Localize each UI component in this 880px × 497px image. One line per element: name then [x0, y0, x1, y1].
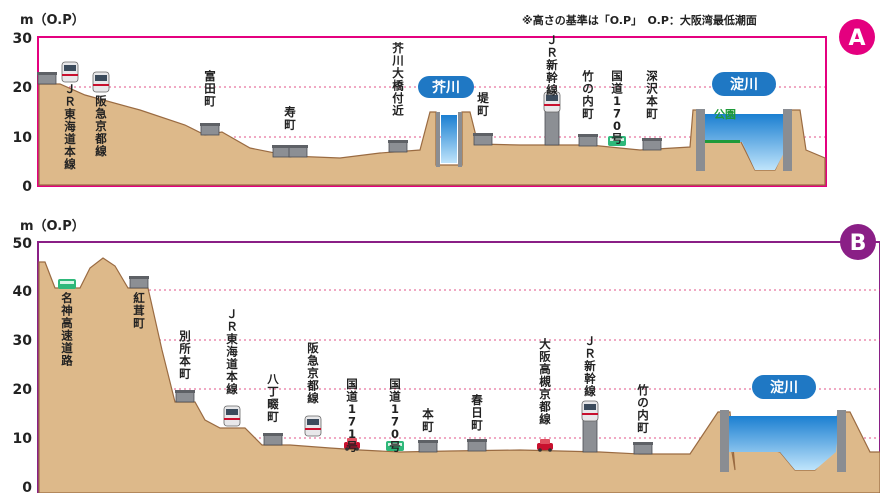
station-icon [262, 432, 284, 446]
park-strip [705, 140, 740, 143]
yodogawa-b-label-pill [752, 375, 816, 399]
panel-b-tick-10: 10 [13, 431, 33, 447]
station-icon [287, 144, 309, 158]
shinkansen-pillar [582, 417, 598, 453]
shinkansen-train-icon [581, 400, 599, 422]
label-hacchonawate: 八丁畷町 [266, 372, 279, 424]
panel-a-y-unit: m（O.P） [20, 12, 85, 28]
label-shinkansen-b: ＪＲ新幹線 [584, 334, 596, 398]
label-takenouchi-b: 竹の内町 [636, 383, 649, 435]
yodogawa-b-levee-right [837, 410, 846, 472]
akutagawa-water [441, 115, 457, 163]
badge-a [839, 19, 875, 55]
hankyu-train-icon [92, 71, 110, 93]
panel-b-tick-50: 50 [13, 236, 33, 252]
hankyu-train-icon [304, 415, 322, 437]
yodogawa-a-label: 淀川 [730, 76, 758, 93]
label-honmachi: 本町 [422, 407, 434, 434]
station-icon [174, 389, 196, 403]
label-shinkansen-a: ＪＲ新幹線 [546, 33, 558, 97]
panel-a-tick-0: 0 [22, 179, 32, 195]
station-icon [466, 438, 488, 452]
panel-b: m（O.P） 50 40 30 20 10 [13, 218, 880, 496]
badge-b-letter: B [850, 231, 867, 256]
akutagawa-levee-left [436, 112, 440, 167]
yodogawa-b-water [728, 416, 840, 470]
yodogawa-a-levee-right [783, 109, 792, 171]
label-jr-tokaido: ＪＲ東海道本線 [64, 82, 76, 171]
op-note: ※高さの基準は「O.P」 O.P：大阪湾最低潮面 [522, 13, 757, 27]
label-meishin: 名神高速道路 [61, 291, 73, 368]
label-koyoshi: 紅茸町 [133, 291, 145, 330]
station-icon [36, 71, 58, 85]
panel-b-tick-20: 20 [13, 382, 33, 398]
yodogawa-a-levee-left [696, 109, 705, 171]
panel-a-tick-30: 30 [13, 31, 33, 47]
label-fukasawa: 深沢本町 [646, 69, 658, 121]
label-tsutsumi: 堤町 [477, 91, 489, 118]
panel-b-tick-40: 40 [13, 284, 33, 300]
label-takenouchi-a: 竹の内町 [581, 69, 594, 121]
panel-b-tick-0: 0 [22, 480, 32, 493]
shinkansen-pillar [544, 109, 560, 146]
badge-b [840, 224, 876, 260]
station-icon [387, 139, 409, 153]
label-akutagawa-ohashi: 芥川大橋付近 [391, 41, 404, 118]
label-jr-tokaido-b: ＪＲ東海道本線 [226, 307, 238, 396]
station-icon [417, 439, 439, 453]
badge-a-letter: A [848, 26, 865, 51]
label-tomita: 富田町 [204, 69, 216, 108]
panel-b-tick-30: 30 [13, 333, 33, 349]
label-bessho: 別所本町 [178, 329, 191, 381]
park-label: 公園 [714, 108, 736, 121]
station-icon [472, 132, 494, 146]
yodogawa-a-water [702, 114, 788, 170]
label-hankyu-kyoto: 阪急京都線 [94, 94, 107, 158]
yodogawa-b-levee-left [720, 410, 729, 472]
panel-a-tick-20: 20 [13, 80, 33, 96]
panel-a: m（O.P） ※高さの基準は「O.P」 O.P：大阪湾最低潮面 公園 [13, 12, 875, 195]
yodogawa-b-label: 淀川 [770, 379, 798, 396]
panel-b-y-unit: m（O.P） [20, 218, 85, 234]
panel-a-tick-10: 10 [13, 130, 33, 146]
akutagawa-levee-right [458, 112, 462, 167]
jr-train-icon [223, 405, 241, 427]
label-kotobuki: 寿町 [284, 105, 296, 132]
label-kasuga: 春日町 [471, 393, 483, 432]
yodogawa-a-label-pill [712, 72, 776, 96]
bus-icon [58, 279, 76, 289]
station-icon [199, 122, 221, 136]
station-icon [128, 275, 150, 289]
station-icon [632, 441, 654, 455]
station-icon [577, 133, 599, 147]
label-hankyu-kyoto-b: 阪急京都線 [306, 341, 319, 405]
akutagawa-label: 芥川 [432, 80, 460, 96]
station-icon [641, 137, 663, 151]
jr-train-icon [61, 61, 79, 83]
label-osaka-takatsuki-kyoto: 大阪高槻京都線 [538, 337, 551, 426]
akutagawa-label-pill [418, 76, 474, 98]
